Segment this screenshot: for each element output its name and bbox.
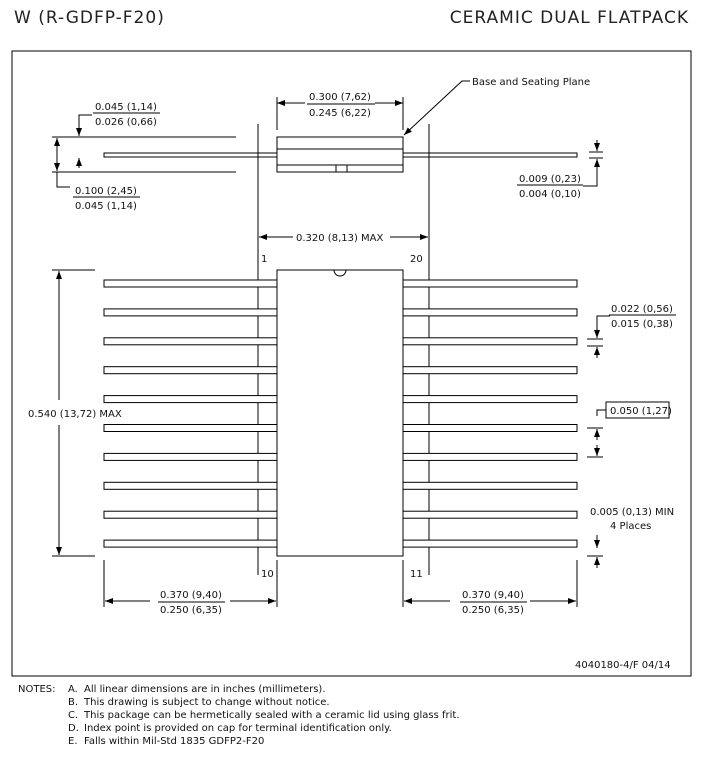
note-item: A.All linear dimensions are in inches (m… — [68, 684, 326, 695]
right-lead — [402, 366, 578, 375]
left-lead — [103, 308, 278, 317]
package-name-title: CERAMIC DUAL FLATPACK — [449, 8, 689, 28]
notes-label: NOTES: — [18, 684, 56, 695]
overall-height-min: 0.045 (1,14) — [75, 201, 137, 212]
base-seating-plane-callout: Base and Seating Plane — [472, 77, 590, 88]
min-gap-dim: 0.005 (0,13) MIN — [590, 507, 674, 518]
pin-1-label: 1 — [261, 254, 267, 265]
lead-length-right-min: 0.250 (6,35) — [462, 605, 524, 616]
lead-width-max: 0.022 (0,56) — [611, 304, 673, 315]
pitch-dim: 0.050 (1,27) — [610, 406, 672, 417]
body-thickness-max: 0.045 (1,14) — [95, 102, 157, 113]
lead-thickness-max: 0.009 (0,23) — [519, 174, 581, 185]
pin-10-label: 10 — [261, 569, 274, 580]
left-lead — [103, 452, 278, 461]
left-lead — [103, 539, 278, 548]
left-lead — [103, 510, 278, 519]
side-body — [276, 136, 404, 173]
left-lead — [103, 366, 278, 375]
lead-length-right-max: 0.370 (9,40) — [462, 590, 524, 601]
top-body — [276, 269, 404, 557]
side-view — [52, 80, 603, 188]
left-lead — [103, 424, 278, 432]
right-lead — [402, 539, 578, 548]
pin-11-label: 11 — [410, 569, 423, 580]
body-thickness-min: 0.026 (0,66) — [95, 117, 157, 128]
body-width-min: 0.245 (6,22) — [309, 108, 371, 119]
lead-thickness-min: 0.004 (0,10) — [519, 189, 581, 200]
right-lead — [402, 279, 578, 288]
min-gap-note: 4 Places — [610, 521, 651, 532]
package-code-title: W (R-GDFP-F20) — [14, 8, 165, 28]
side-lead-left — [103, 152, 278, 158]
right-lead — [402, 308, 578, 317]
left-lead — [103, 337, 278, 346]
note-item: B.This drawing is subject to change with… — [68, 697, 330, 708]
right-lead — [402, 424, 578, 432]
overall-height-max: 0.100 (2,45) — [75, 186, 137, 197]
right-lead — [402, 337, 578, 346]
lead-length-left-min: 0.250 (6,35) — [160, 605, 222, 616]
right-lead — [402, 452, 578, 461]
note-item: C.This package can be hermetically seale… — [68, 710, 460, 721]
right-lead — [402, 481, 578, 490]
width-max-dim: 0.320 (8,13) MAX — [296, 233, 384, 244]
drawing-number: 4040180-4/F 04/14 — [575, 660, 671, 671]
note-item: E.Falls within Mil-Std 1835 GDFP2-F20 — [68, 736, 265, 747]
drawing-border — [11, 50, 692, 677]
body-width-max: 0.300 (7,62) — [309, 92, 371, 103]
index-notch — [333, 269, 347, 277]
pin-20-label: 20 — [410, 254, 423, 265]
note-item: D.Index point is provided on cap for ter… — [68, 723, 392, 734]
right-lead — [402, 510, 578, 519]
left-lead — [103, 481, 278, 490]
top-view-leads — [103, 279, 578, 548]
lead-length-left-max: 0.370 (9,40) — [160, 590, 222, 601]
left-lead — [103, 279, 278, 288]
lead-width-min: 0.015 (0,38) — [611, 319, 673, 330]
length-max-dim: 0.540 (13,72) MAX — [28, 409, 122, 420]
left-lead — [103, 395, 278, 404]
pitch-box — [605, 401, 670, 419]
right-lead — [402, 395, 578, 404]
